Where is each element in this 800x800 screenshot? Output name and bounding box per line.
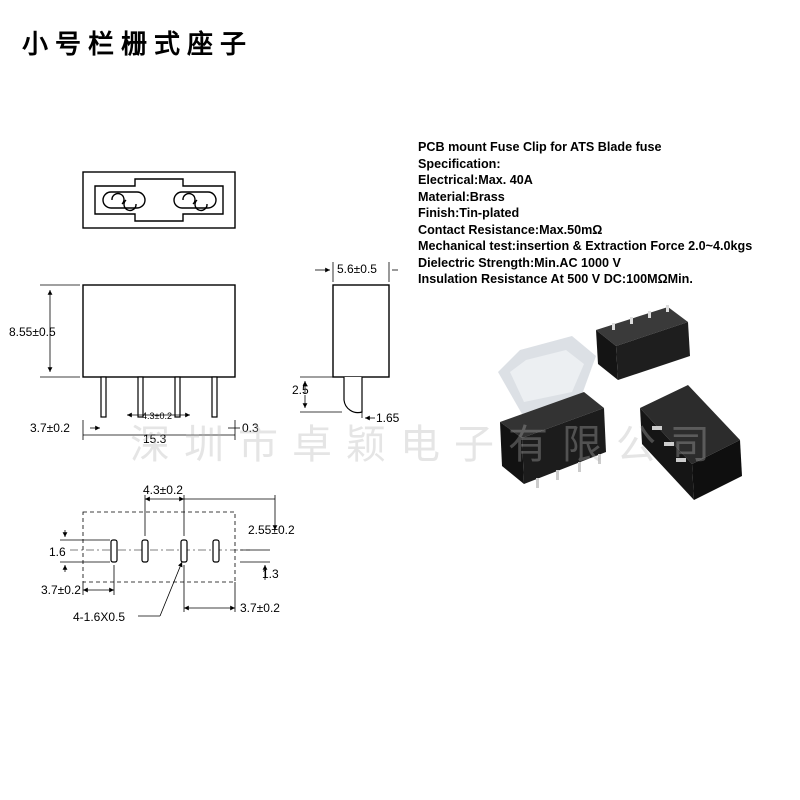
fuse-clip-side [640,385,742,500]
dim-height: 8.55±0.5 [9,325,56,339]
blade-fuse [498,336,596,414]
spec-line: Mechanical test:insertion & Extraction F… [418,239,753,253]
spec-heading: PCB mount Fuse Clip for ATS Blade fuse [418,140,662,154]
dim-pin-thickness: 0.3 [242,421,259,435]
spec-list: PCB mount Fuse Clip for ATS Blade fuse S… [418,139,798,288]
dim-pin-length: 2.5 [292,383,309,397]
spec-line: Finish:Tin-plated [418,206,520,220]
dim-pin-width: 1.65 [376,411,400,425]
spec-line: Electrical:Max. 40A [418,173,533,187]
dim-pin-pitch: 4.3±0.2 [142,411,172,421]
dim-fp-slot-length: 1.6 [49,545,66,559]
front-view: 8.55±0.5 4.3±0.2 3.7±0.2 15.3 0.3 [9,284,259,446]
dim-edge-offset: 3.7±0.2 [30,421,70,435]
footprint-view: 4.3±0.2 2.55±0.2 1.6 1.3 3.7±0.2 3.7±0.2… [41,483,295,624]
dim-length: 15.3 [143,432,167,446]
dim-fp-slot-gap: 1.3 [262,567,279,581]
dim-fp-edge-left: 3.7±0.2 [41,583,81,597]
spec-line: Contact Resistance:Max.50mΩ [418,222,603,237]
top-view [82,171,236,229]
page-title: 小号栏栅式座子 [22,30,254,60]
spec-line: Insulation Resistance At 500 V DC:100MΩM… [418,272,693,286]
side-view: 5.6±0.5 2.5 1.65 [292,262,400,425]
fuse-clip-top [596,305,690,380]
dim-fp-holes: 4-1.6X0.5 [73,610,125,624]
dim-fp-row-offset: 2.55±0.2 [248,523,295,537]
spec-line: Dielectric Strength:Min.AC 1000 V [418,255,621,270]
spec-line: Material:Brass [418,189,505,204]
dim-side-width: 5.6±0.5 [337,262,377,276]
spec-line: Specification: [418,156,501,171]
product-photo [498,305,742,500]
dim-fp-edge-right: 3.7±0.2 [240,601,280,615]
fuse-clip-front [500,392,606,488]
dim-fp-pitch: 4.3±0.2 [143,483,183,497]
